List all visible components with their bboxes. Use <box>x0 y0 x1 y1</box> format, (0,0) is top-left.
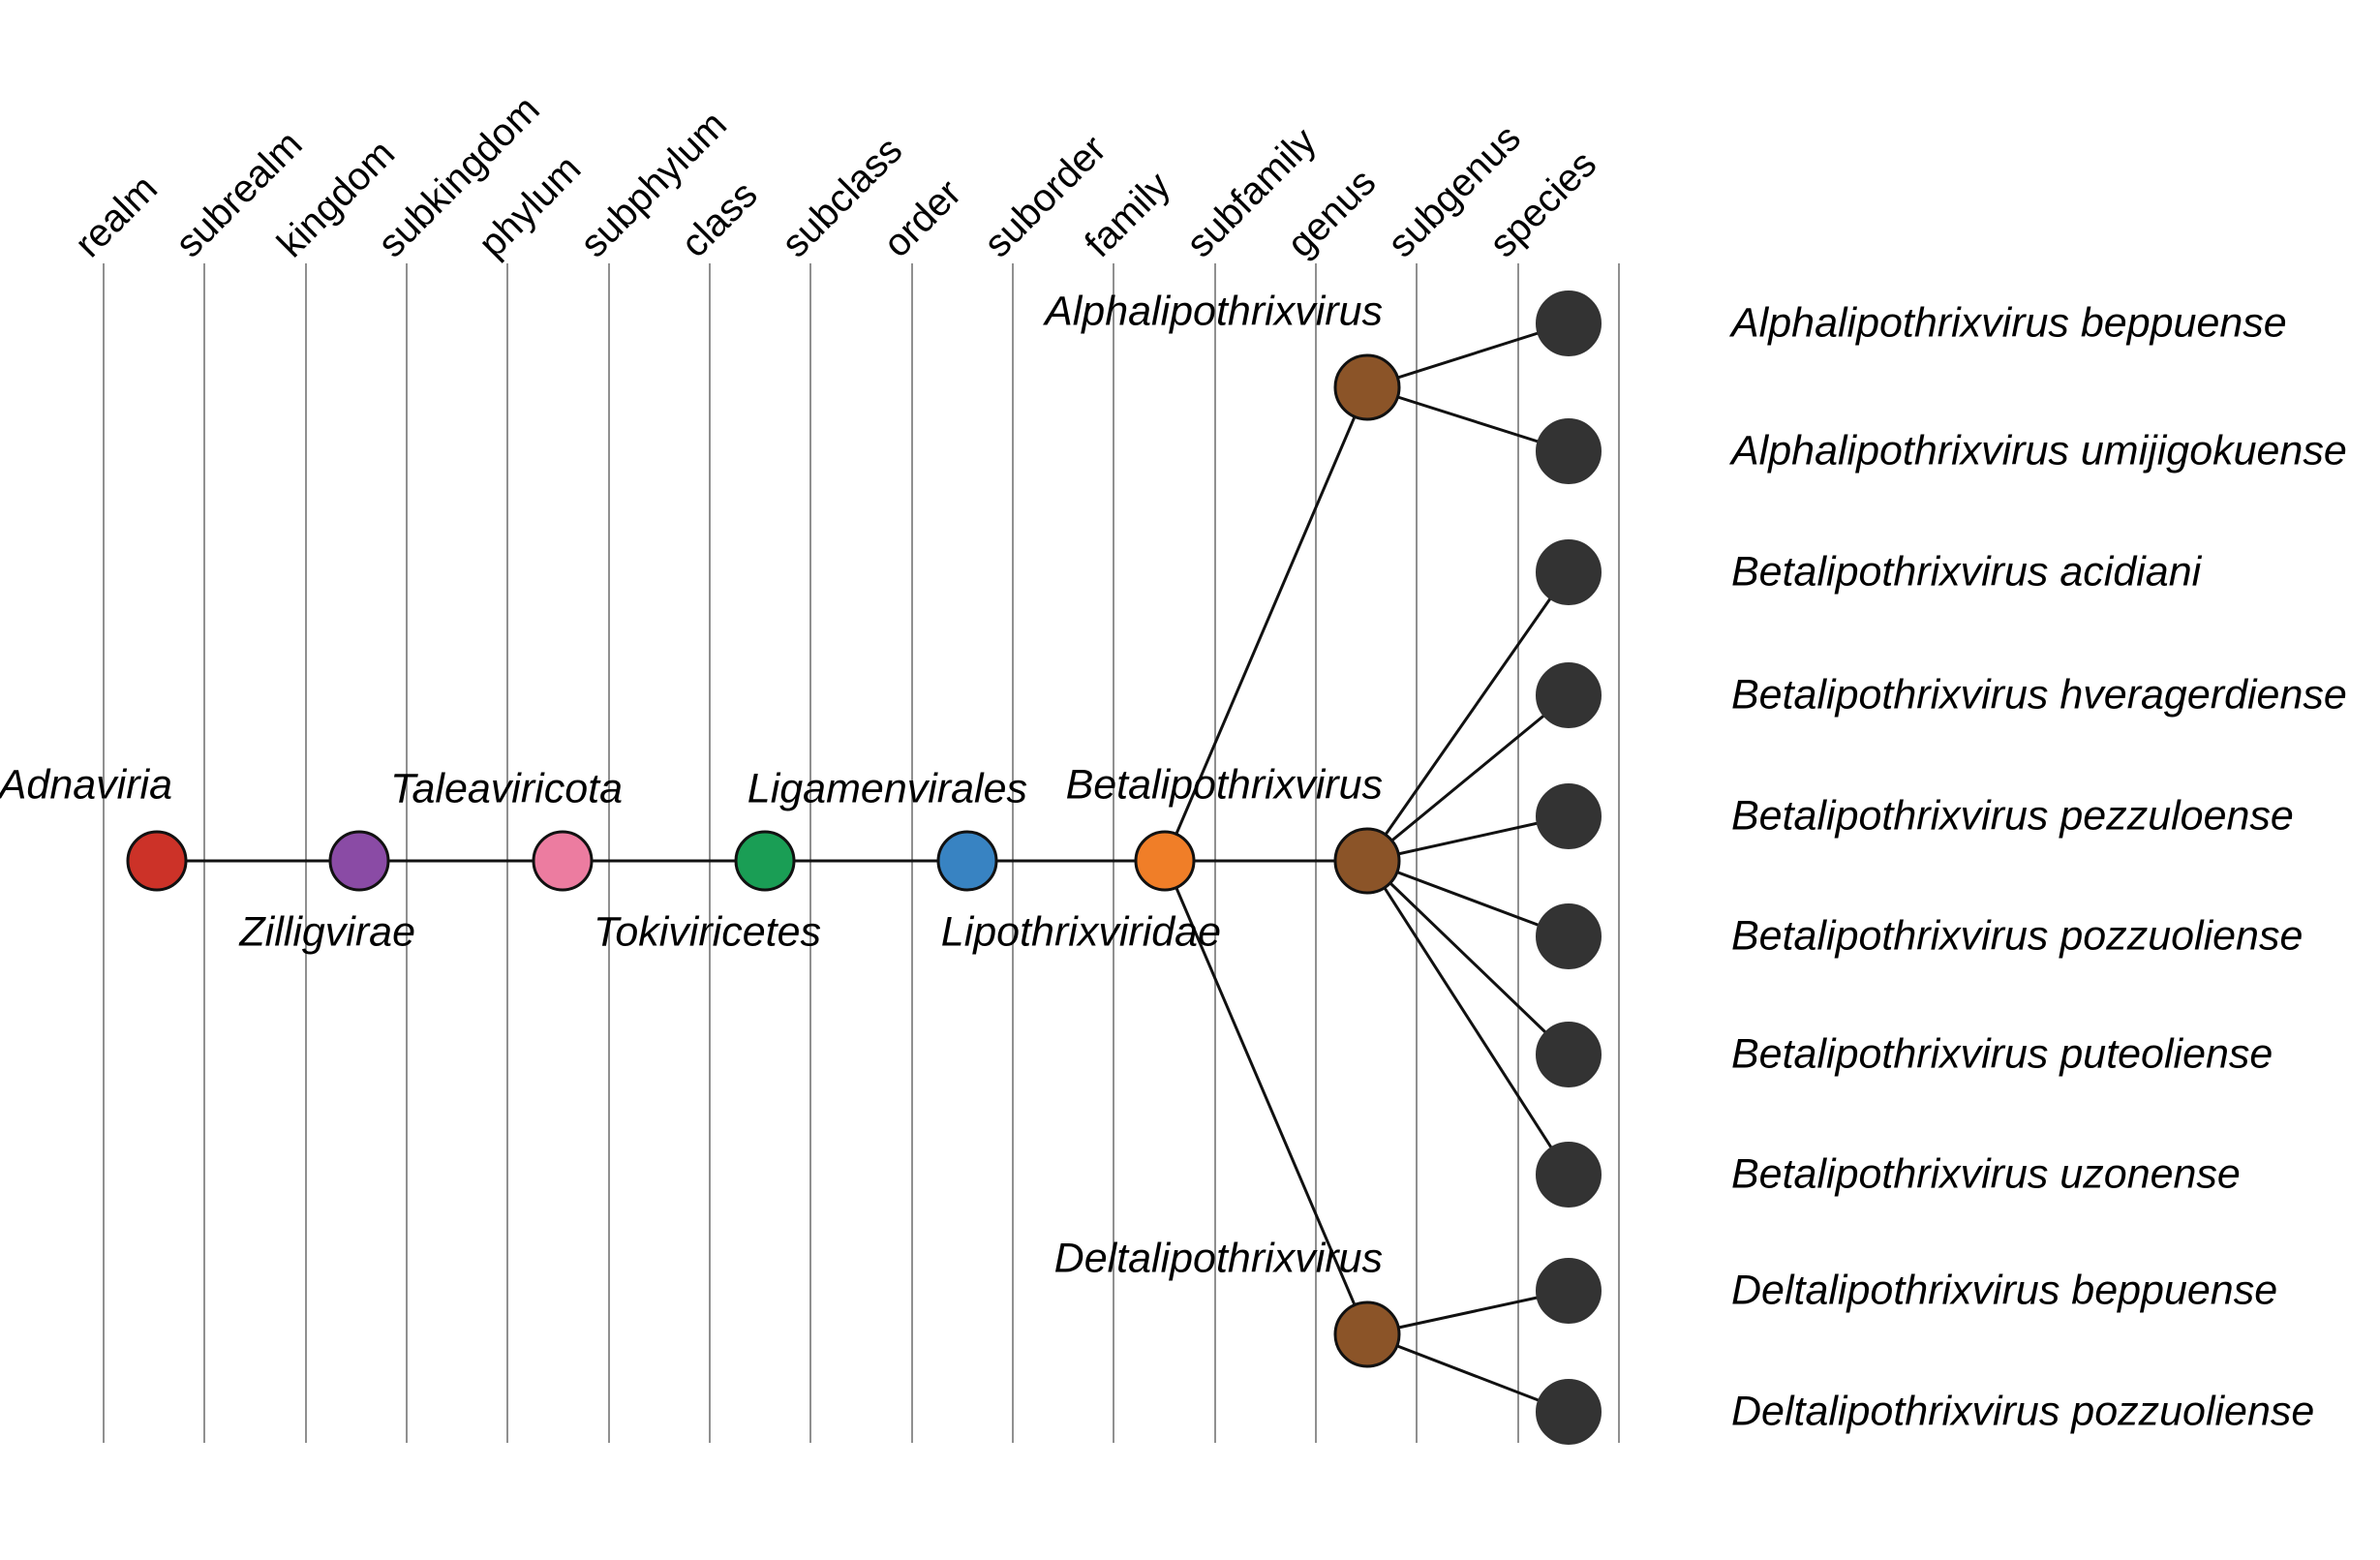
species-edge <box>1366 1332 1570 1414</box>
taxon-label-ligamenvirales: Ligamenvirales <box>747 765 1027 812</box>
gridline-layer <box>103 263 1620 1443</box>
taxon-node-tokiviricetes[interactable] <box>734 830 796 892</box>
species-label: Betalipothrixvirus pezzuloense <box>1731 792 2294 840</box>
species-edge <box>1366 1289 1570 1336</box>
taxon-label-taleaviricota: Taleaviricota <box>390 765 623 812</box>
species-label: Alphalipothrixvirus beppuense <box>1731 299 2287 347</box>
taxon-edge <box>1163 860 1369 1335</box>
species-edge <box>1366 321 1570 389</box>
taxon-label-betalipothrixvirus: Betalipothrixvirus <box>1065 761 1383 809</box>
species-label: Alphalipothrixvirus umijigokuense <box>1731 427 2347 474</box>
species-label: Betalipothrixvirus uzonense <box>1731 1150 2241 1198</box>
species-node[interactable] <box>1536 903 1602 969</box>
species-edge <box>1365 860 1571 1176</box>
taxon-node-zilligvirae[interactable] <box>328 830 390 892</box>
taxon-node-adnaviria[interactable] <box>126 830 188 892</box>
species-edge <box>1365 571 1571 862</box>
species-label: Betalipothrixvirus acidiani <box>1731 548 2202 596</box>
species-node[interactable] <box>1536 291 1602 356</box>
species-node[interactable] <box>1536 783 1602 849</box>
species-node[interactable] <box>1536 1379 1602 1445</box>
taxon-label-lipothrixviridae: Lipothrixviridae <box>940 908 1221 956</box>
species-node[interactable] <box>1536 1022 1602 1087</box>
taxon-label-tokiviricetes: Tokiviricetes <box>594 908 821 956</box>
taxon-edge <box>1163 386 1369 862</box>
species-edge <box>1366 859 1570 938</box>
taxon-node-ligamenvirales[interactable] <box>936 830 998 892</box>
taxon-node-lipothrixviridae[interactable] <box>1134 830 1196 892</box>
taxon-label-zilligvirae: Zilligvirae <box>239 908 415 956</box>
edge-layer <box>157 321 1571 1414</box>
species-label: Betalipothrixvirus pozzuoliense <box>1731 912 2304 960</box>
species-node[interactable] <box>1536 539 1602 605</box>
species-edge <box>1365 859 1571 1056</box>
species-node[interactable] <box>1536 662 1602 728</box>
taxon-label-adnaviria: Adnaviria <box>0 761 172 809</box>
species-node[interactable] <box>1536 418 1602 484</box>
taxon-label-deltalipothrixvirus: Deltalipothrixvirus <box>1053 1235 1383 1282</box>
species-edge <box>1366 385 1570 453</box>
species-edge <box>1366 814 1570 863</box>
taxon-node-taleaviricota[interactable] <box>532 830 594 892</box>
taxon-node-alphalipothrixvirus[interactable] <box>1333 353 1401 421</box>
taxon-node-deltalipothrixvirus[interactable] <box>1333 1300 1401 1368</box>
taxon-label-alphalipothrixvirus: Alphalipothrixvirus <box>1045 288 1383 335</box>
node-layer <box>126 291 1602 1445</box>
species-label: Deltalipothrixvirus pozzuoliense <box>1731 1388 2315 1435</box>
species-label: Betalipothrixvirus hveragerdiense <box>1731 671 2347 719</box>
species-label: Deltalipothrixvirus beppuense <box>1731 1267 2278 1314</box>
species-node[interactable] <box>1536 1258 1602 1324</box>
taxon-node-betalipothrixvirus[interactable] <box>1333 827 1401 895</box>
species-label: Betalipothrixvirus puteoliense <box>1731 1030 2273 1078</box>
species-edge <box>1366 693 1570 863</box>
species-node[interactable] <box>1536 1142 1602 1208</box>
